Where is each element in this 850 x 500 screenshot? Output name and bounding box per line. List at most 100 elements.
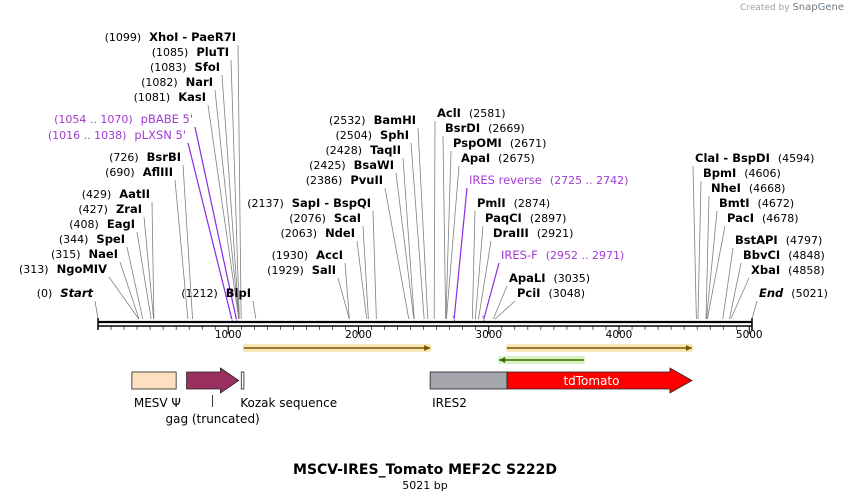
site-label-sphi[interactable]: (2504)SphI	[335, 128, 409, 142]
site-label-kasi[interactable]: (1081)KasI	[134, 90, 206, 104]
site-name: NaeI	[89, 247, 118, 261]
site-labels: (1099)XhoI - PaeR7I(1085)PluTI(1083)SfoI…	[19, 30, 828, 300]
site-label-sali[interactable]: (1929)SalI	[267, 263, 336, 277]
site-label-bmti[interactable]: BmtI(4672)	[719, 196, 794, 210]
site-label-start[interactable]: (0)Start	[37, 286, 94, 300]
leader-lines	[94, 44, 758, 323]
site-position: (3048)	[548, 287, 585, 300]
site-position: (344)	[59, 233, 89, 246]
leader-line-bbvci	[729, 262, 742, 320]
orf-arrow-reverse[interactable]	[498, 356, 585, 364]
site-label-bpmi[interactable]: BpmI(4606)	[703, 166, 781, 180]
site-label-end[interactable]: End(5021)	[759, 286, 828, 300]
site-label-ires-f[interactable]: IRES-F(2952 .. 2971)	[501, 248, 624, 262]
site-position: (1085)	[152, 46, 189, 59]
site-label-eagi[interactable]: (408)EagI	[69, 217, 135, 231]
site-label-pbabe-5[interactable]: (1054 .. 1070)pBABE 5'	[54, 112, 193, 126]
site-label-apali[interactable]: ApaLI(3035)	[509, 271, 590, 285]
site-label-bbvci[interactable]: BbvCI(4848)	[743, 248, 825, 262]
leader-line-pluti	[230, 59, 240, 320]
site-name: SapI - BspQI	[292, 196, 371, 210]
leader-line-pmli	[471, 210, 476, 320]
site-label-pcii[interactable]: PciI(3048)	[517, 286, 585, 300]
orf-arrow-forward[interactable]	[505, 344, 693, 352]
orf-arrow-forward[interactable]	[242, 344, 432, 352]
site-label-afliii[interactable]: (690)AflIII	[105, 165, 173, 179]
site-position: (2675)	[498, 152, 535, 165]
leader-line-nhei	[705, 195, 710, 320]
leader-line-acli	[433, 120, 436, 320]
site-label-pmli[interactable]: PmlI(2874)	[477, 196, 550, 210]
site-name: PaqCI	[485, 211, 522, 225]
site-label-sapi-bspqi[interactable]: (2137) SapI - BspQI	[247, 196, 371, 210]
site-label-paci[interactable]: PacI(4678)	[727, 211, 799, 225]
site-position: (2425)	[309, 159, 346, 172]
feature-mesv-psi[interactable]: MESV Ψ	[131, 371, 181, 410]
site-name: KasI	[178, 90, 206, 104]
leader-line-bsawi	[395, 172, 415, 320]
feature-label: MESV Ψ	[134, 396, 181, 410]
site-name: pLXSN 5'	[134, 128, 186, 142]
site-position: (1930)	[272, 249, 309, 262]
leader-line-bpmi	[697, 180, 702, 320]
site-label-ndei[interactable]: (2063)NdeI	[280, 226, 355, 240]
leader-line-start	[94, 300, 99, 320]
site-label-acli[interactable]: AclI(2581)	[437, 106, 506, 120]
leader-line-bsrdi	[442, 135, 447, 320]
site-label-pvuii[interactable]: (2386)PvuII	[306, 173, 383, 187]
site-label-spei[interactable]: (344)SpeI	[59, 232, 125, 246]
feature-label: IRES2	[432, 396, 467, 410]
site-position: (4797)	[786, 234, 823, 247]
site-label-apai[interactable]: ApaI(2675)	[461, 151, 535, 165]
site-label-blpi[interactable]: (1212)BlpI	[181, 286, 251, 300]
site-label-pspomi[interactable]: PspOMI(2671)	[453, 136, 546, 150]
site-label-aatii[interactable]: (429)AatII	[82, 187, 150, 201]
site-label-clai-bspdi[interactable]: ClaI - BspDI(4594)	[695, 151, 814, 165]
site-name: NgoMIV	[57, 262, 107, 276]
site-name: PacI	[727, 211, 754, 225]
feature-ires2[interactable]: IRES2	[429, 371, 508, 410]
site-label-nari[interactable]: (1082)NarI	[141, 75, 213, 89]
site-label-bsawi[interactable]: (2425)BsaWI	[309, 158, 394, 172]
site-position: (2671)	[510, 137, 547, 150]
leader-line-clai-bspdi	[692, 165, 697, 320]
site-label-bsrdi[interactable]: BsrDI(2669)	[445, 121, 525, 135]
site-label-scai[interactable]: (2076)ScaI	[289, 211, 361, 225]
site-name: BstAPI	[735, 233, 778, 247]
site-name: ZraI	[116, 202, 142, 216]
site-label-sfoi[interactable]: (1083)SfoI	[150, 60, 220, 74]
site-label-acci[interactable]: (1930)AccI	[272, 248, 343, 262]
feature-kozak-sequence[interactable]: Kozak sequence	[240, 371, 337, 410]
site-label-ires-reverse[interactable]: IRES reverse(2725 .. 2742)	[469, 173, 628, 187]
site-label-paqci[interactable]: PaqCI(2897)	[485, 211, 566, 225]
site-label-plxsn-5[interactable]: (1016 .. 1038)pLXSN 5'	[48, 128, 186, 142]
site-label-xbai[interactable]: XbaI(4858)	[751, 263, 825, 277]
leader-line-spei	[126, 246, 144, 320]
site-position: (0)	[37, 287, 53, 300]
site-label-bamhi[interactable]: (2532)BamHI	[329, 113, 416, 127]
site-label-zrai[interactable]: (427) ZraI	[78, 202, 142, 216]
site-position: (2137)	[247, 197, 284, 210]
leader-line-xbai	[730, 277, 750, 320]
site-label-draiii[interactable]: DraIII(2921)	[493, 226, 573, 240]
feature-gag-truncated[interactable]: gag (truncated)	[165, 367, 260, 426]
site-label-xhoi-paer7i[interactable]: (1099)XhoI - PaeR7I	[105, 30, 236, 44]
site-label-naei[interactable]: (315)NaeI	[51, 247, 118, 261]
leader-line-pspomi	[445, 150, 452, 320]
site-label-bstapi[interactable]: BstAPI (4797)	[735, 233, 822, 247]
leader-line-naei	[119, 261, 140, 320]
leader-line-aatii	[151, 201, 155, 320]
site-label-ngomiv[interactable]: (313)NgoMIV	[19, 262, 107, 276]
leader-line-end	[751, 300, 758, 320]
site-label-pluti[interactable]: (1085)PluTI	[152, 45, 229, 59]
site-position: (427)	[78, 203, 108, 216]
site-position: (690)	[105, 166, 135, 179]
site-name: NarI	[186, 75, 213, 89]
site-label-taqii[interactable]: (2428)TaqII	[326, 143, 402, 157]
feature-tdtomato[interactable]: tdTomato	[506, 367, 693, 394]
leader-line-nari	[214, 89, 240, 320]
site-label-bsrbi[interactable]: (726)BsrBI	[109, 150, 181, 164]
site-name: BmtI	[719, 196, 750, 210]
feature-shape	[131, 371, 177, 390]
site-label-nhei[interactable]: NheI(4668)	[711, 181, 785, 195]
